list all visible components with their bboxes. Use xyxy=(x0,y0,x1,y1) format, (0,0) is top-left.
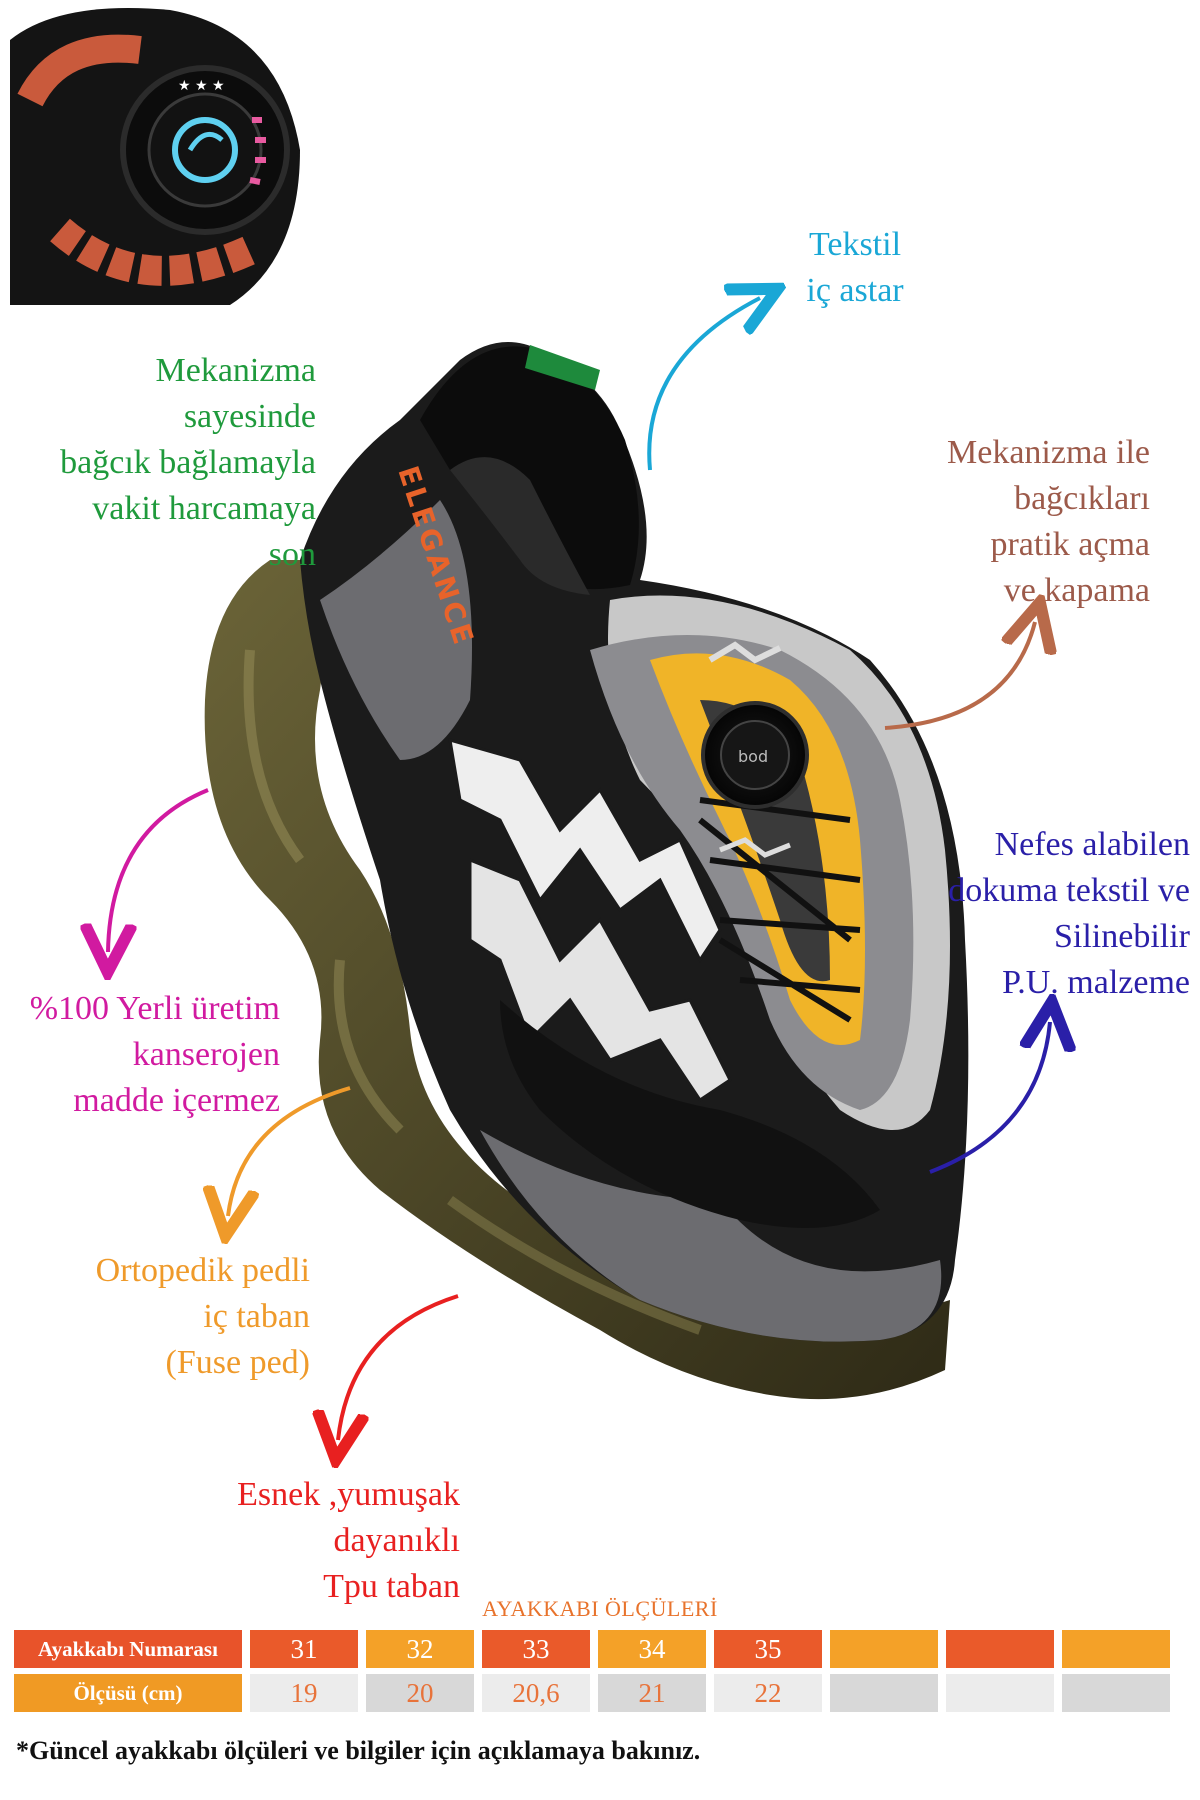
size-row-label: Ölçüsü (cm) xyxy=(14,1674,242,1712)
size-row-cm: Ölçüsü (cm) 19 20 20,6 21 22 xyxy=(14,1674,1200,1712)
size-cell: 34 xyxy=(598,1630,706,1668)
callout-lacing-mechanism: Mekanizma ile bağcıkları pratik açma ve … xyxy=(947,434,1150,609)
callout-mechanism-time: Mekanizma sayesinde bağcık bağlamayla va… xyxy=(60,352,316,573)
arrow-orange xyxy=(228,1086,351,1216)
dial-mechanism: bod xyxy=(701,641,809,858)
shoe-sole xyxy=(204,560,950,1400)
size-table-title: AYAKKABI ÖLÇÜLERİ xyxy=(482,1596,718,1621)
svg-text:★ ★ ★: ★ ★ ★ xyxy=(178,78,225,94)
size-cell: 22 xyxy=(714,1674,822,1712)
size-cell xyxy=(830,1630,938,1668)
size-cell: 33 xyxy=(482,1630,590,1668)
size-cell xyxy=(1062,1674,1170,1712)
size-row-label: Ayakkabı Numarası xyxy=(14,1630,242,1668)
size-cell: 32 xyxy=(366,1630,474,1668)
size-row-numbers: Ayakkabı Numarası 31 32 33 34 35 xyxy=(14,1630,1200,1668)
size-table: Ayakkabı Numarası 31 32 33 34 35 Ölçüsü … xyxy=(14,1630,1200,1718)
size-cell: 21 xyxy=(598,1674,706,1712)
arrow-cyan xyxy=(647,298,760,471)
callout-breathable-material: Nefes alabilen dokuma tekstil ve Silineb… xyxy=(948,826,1190,1001)
size-cell: 20 xyxy=(366,1674,474,1712)
footnote: *Güncel ayakkabı ölçüleri ve bilgiler iç… xyxy=(16,1736,701,1765)
callout-tpu-sole: Esnek ,yumuşak dayanıklı Tpu taban xyxy=(237,1476,460,1605)
callout-local-production: %100 Yerli üretim kanserojen madde içerm… xyxy=(29,990,280,1119)
callout-textile-lining: Tekstil iç astar xyxy=(806,226,904,309)
arrow-brown xyxy=(884,622,1035,730)
callout-orthopedic-insole: Ortopedik pedli iç taban (Fuse ped) xyxy=(95,1252,310,1381)
arrow-red xyxy=(338,1294,459,1440)
mechanism-closeup-inset: ★ ★ ★ xyxy=(0,0,300,310)
size-cell xyxy=(946,1630,1054,1668)
size-cell xyxy=(1062,1630,1170,1668)
dial-text: bod xyxy=(738,747,768,766)
size-cell: 20,6 xyxy=(482,1674,590,1712)
arrow-blue xyxy=(929,1022,1050,1174)
size-cell xyxy=(946,1674,1054,1712)
size-cell: 35 xyxy=(714,1630,822,1668)
product-illustration: ★ ★ ★ ELEGANCE xyxy=(0,0,1200,1600)
size-cell: 31 xyxy=(250,1630,358,1668)
size-cell: 19 xyxy=(250,1674,358,1712)
size-cell xyxy=(830,1674,938,1712)
arrow-magenta xyxy=(108,788,209,952)
